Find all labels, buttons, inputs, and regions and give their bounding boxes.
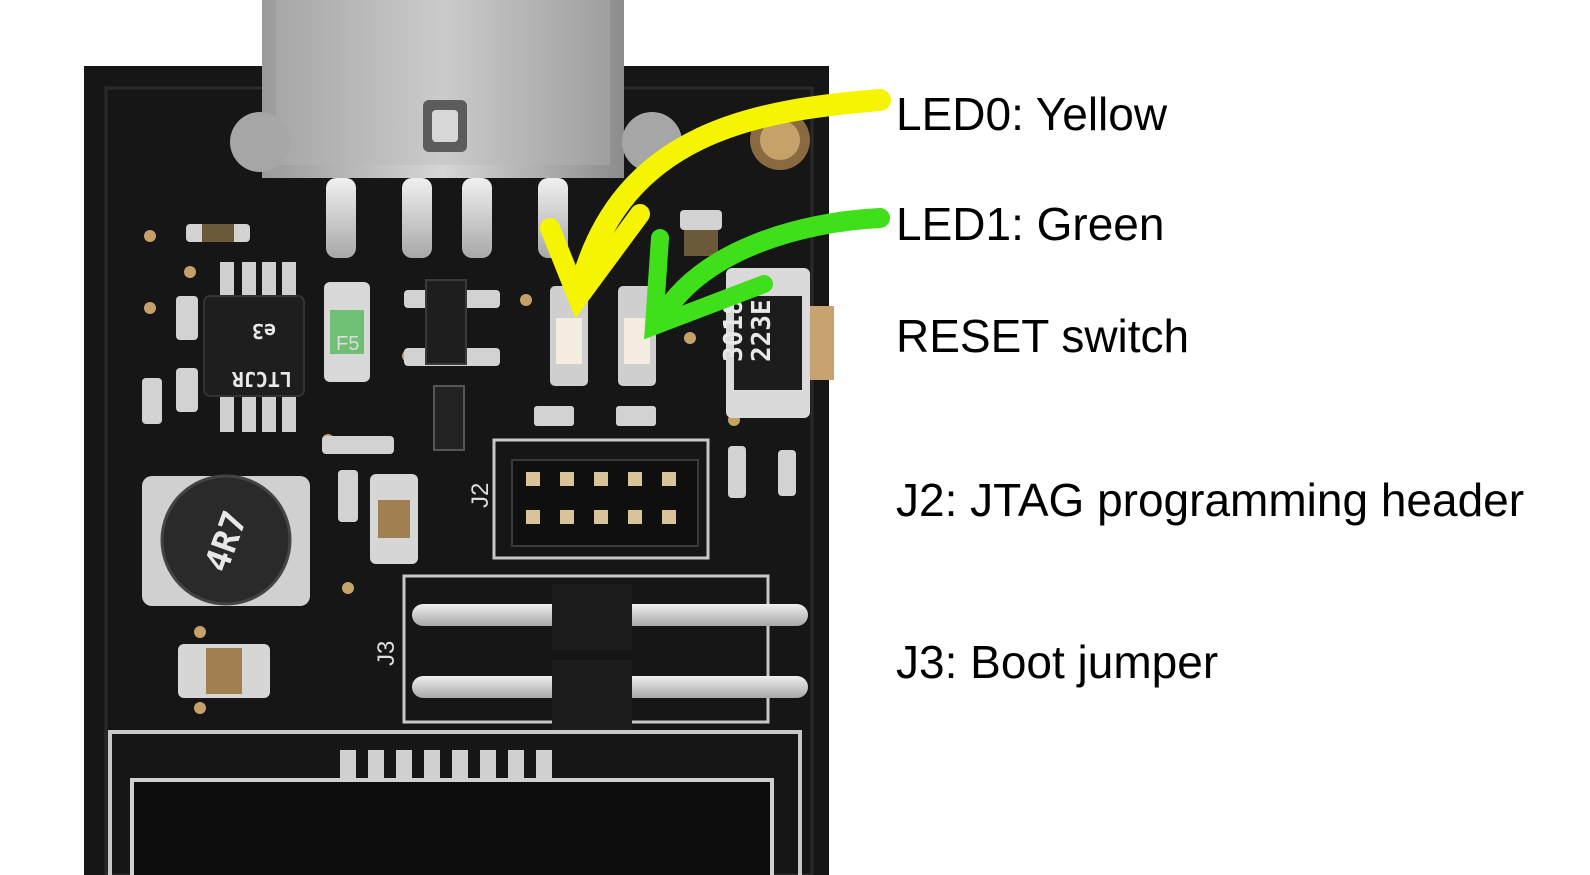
transistor <box>425 279 467 365</box>
regulator-ic: e3 LTCJR <box>203 262 305 432</box>
led1-arrow <box>644 208 890 340</box>
j3-silkscreen: J3 <box>373 641 400 666</box>
j2-jtag-header: J2 <box>467 438 710 560</box>
regulator-marking-bottom: LTCJR <box>231 367 292 391</box>
led0-arrow <box>540 89 891 319</box>
inductor: 4R7 <box>142 474 310 606</box>
j2-silkscreen: J2 <box>467 483 494 508</box>
regulator-marking-top: e3 <box>252 319 276 343</box>
capacitors <box>178 474 418 698</box>
label-reset-switch: RESET switch <box>896 310 1190 362</box>
switch-marking-1: 3018 <box>719 299 749 362</box>
label-j3-boot: J3: Boot jumper <box>896 636 1219 688</box>
label-j2-jtag: J2: JTAG programming header <box>896 474 1525 526</box>
switch-marking-2: 223E <box>747 299 777 362</box>
bottom-module <box>108 730 802 875</box>
fuse: F5 <box>324 282 370 382</box>
label-led1: LED1: Green <box>896 198 1165 250</box>
fuse-marking: F5 <box>336 333 359 355</box>
label-led0: LED0: Yellow <box>896 88 1168 140</box>
j3-boot-jumper: J3 <box>373 574 808 730</box>
diode <box>433 385 465 451</box>
pcb-board <box>84 66 829 875</box>
reset-switch: 3018 223E <box>719 268 834 418</box>
